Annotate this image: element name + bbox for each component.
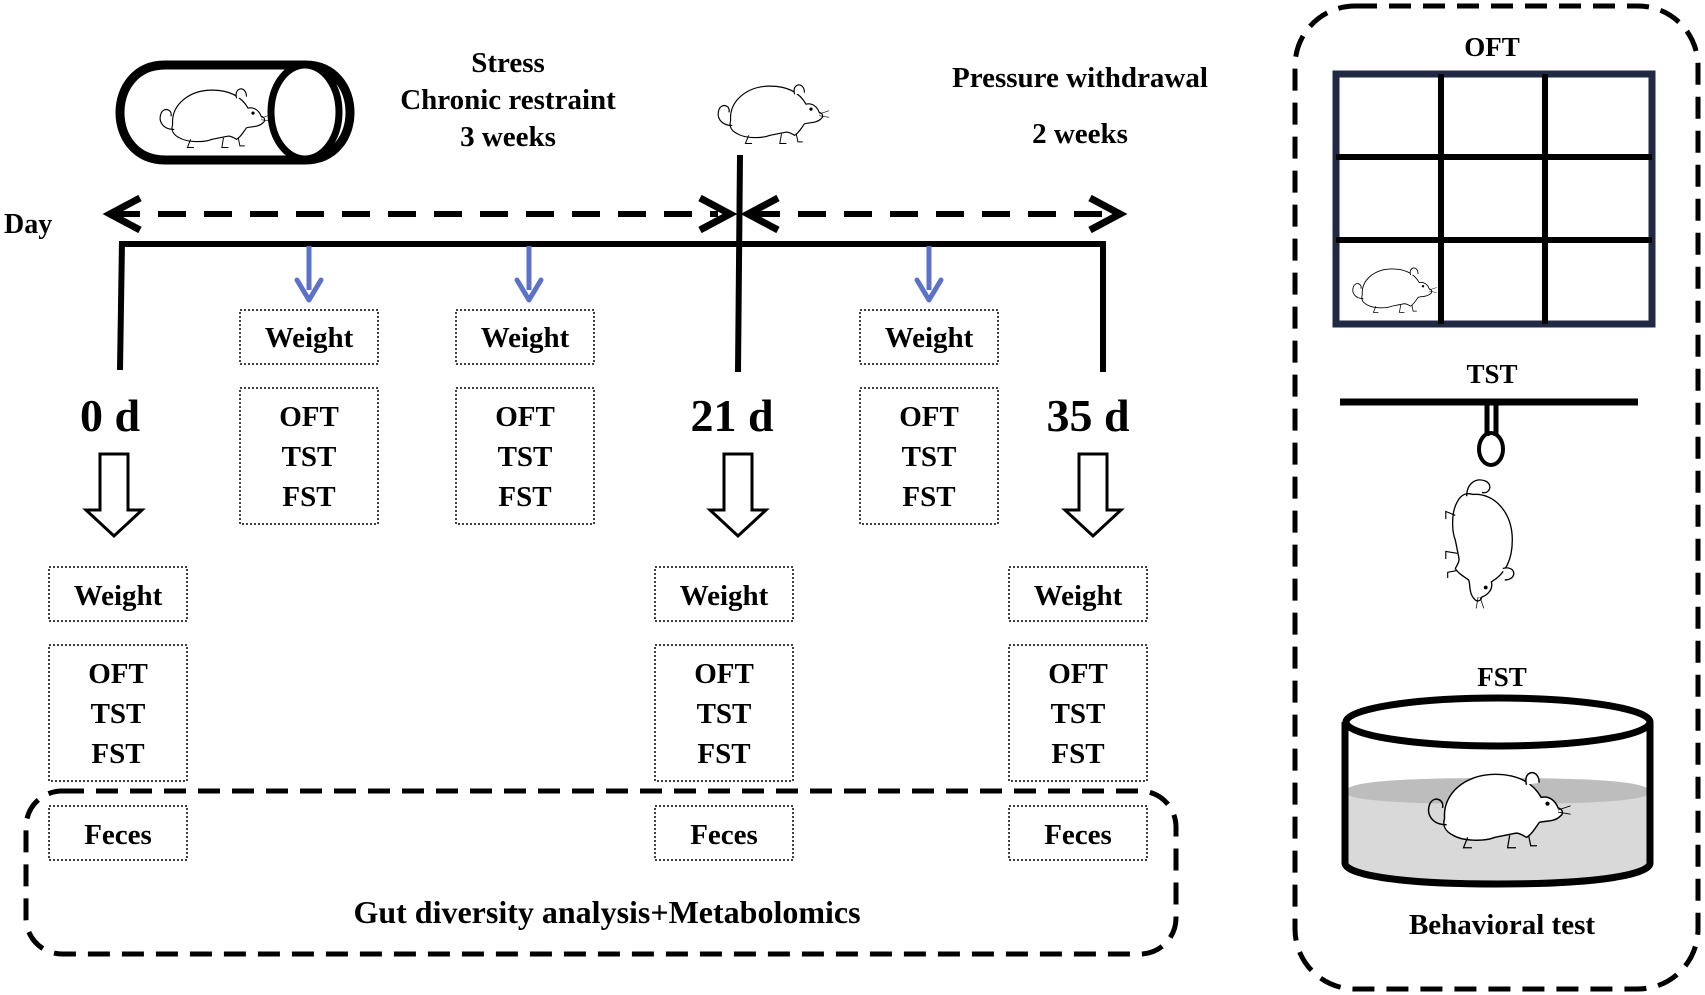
oft-title: OFT xyxy=(1464,32,1520,62)
withdrawal-label: Pressure withdrawal xyxy=(952,62,1208,94)
svg-text:FST: FST xyxy=(902,481,955,513)
tst-title: TST xyxy=(1466,359,1517,389)
svg-text:OFT: OFT xyxy=(495,401,555,433)
svg-text:OFT: OFT xyxy=(88,658,148,690)
svg-text:FST: FST xyxy=(697,738,750,770)
svg-text:Weight: Weight xyxy=(885,322,974,354)
day-axis-label: Day xyxy=(4,209,52,240)
forced-swim-illustration xyxy=(1341,694,1654,888)
svg-text:Weight: Weight xyxy=(680,580,769,612)
svg-text:TST: TST xyxy=(1051,698,1106,730)
feces-box: Feces xyxy=(654,805,794,861)
suspended-mouse-icon xyxy=(1445,479,1515,610)
day-35-label: 35 d xyxy=(1046,390,1130,441)
gut-analysis-group xyxy=(23,788,1179,957)
feces-box: Feces xyxy=(1008,805,1148,861)
blue-down-arrow-icon xyxy=(297,246,321,300)
behavioral-test-panel xyxy=(1292,3,1701,992)
behavioral-test-label: Behavioral test xyxy=(1409,909,1595,941)
day-0-label: 0 d xyxy=(80,390,141,441)
blue-down-arrow-icon xyxy=(517,246,541,300)
behavior-tests-box: OFT TST FST xyxy=(48,644,188,782)
day-21-label: 21 d xyxy=(690,390,774,441)
svg-text:OFT: OFT xyxy=(694,658,754,690)
weight-box: Weight xyxy=(48,566,188,622)
svg-text:OFT: OFT xyxy=(1048,658,1108,690)
svg-text:TST: TST xyxy=(498,441,553,473)
behavior-tests-box: OFT TST FST xyxy=(239,387,379,525)
weight-box: Weight xyxy=(239,309,379,365)
weight-box: Weight xyxy=(859,309,999,365)
behavior-tests-box: OFT TST FST xyxy=(654,644,794,782)
behavior-tests-box: OFT TST FST xyxy=(1008,644,1148,782)
svg-text:Weight: Weight xyxy=(74,580,163,612)
svg-text:Weight: Weight xyxy=(265,322,354,354)
svg-text:TST: TST xyxy=(697,698,752,730)
svg-text:Feces: Feces xyxy=(690,819,758,851)
withdrawal-period-arrow xyxy=(740,194,1128,234)
behavior-tests-box: OFT TST FST xyxy=(859,387,999,525)
free-mouse-icon xyxy=(717,84,830,145)
svg-text:TST: TST xyxy=(91,698,146,730)
behavior-tests-box: OFT TST FST xyxy=(455,387,595,525)
stress-duration-label: 3 weeks xyxy=(460,121,556,153)
svg-text:FST: FST xyxy=(498,481,551,513)
feces-box: Feces xyxy=(48,805,188,861)
blue-down-arrow-icon xyxy=(917,246,941,300)
open-field-grid-illustration xyxy=(1332,70,1656,328)
fst-title: FST xyxy=(1477,662,1527,692)
restraint-tube-illustration xyxy=(115,60,355,165)
svg-text:FST: FST xyxy=(91,738,144,770)
withdrawal-duration-label: 2 weeks xyxy=(1032,118,1128,150)
hollow-down-arrow-icon xyxy=(708,452,768,538)
svg-text:Weight: Weight xyxy=(481,322,570,354)
svg-text:Feces: Feces xyxy=(1044,819,1112,851)
weight-box: Weight xyxy=(455,309,595,365)
chronic-restraint-label: Chronic restraint xyxy=(400,84,616,116)
svg-text:FST: FST xyxy=(1051,738,1104,770)
weight-box: Weight xyxy=(1008,566,1148,622)
svg-text:OFT: OFT xyxy=(279,401,339,433)
timeline-axis xyxy=(117,154,1106,373)
svg-text:TST: TST xyxy=(282,441,337,473)
hollow-down-arrow-icon xyxy=(84,452,144,538)
svg-text:FST: FST xyxy=(282,481,335,513)
svg-text:OFT: OFT xyxy=(899,401,959,433)
stress-period-arrow xyxy=(102,194,738,234)
gut-analysis-label: Gut diversity analysis+Metabolomics xyxy=(353,894,860,930)
svg-text:Feces: Feces xyxy=(84,819,152,851)
tail-suspension-illustration xyxy=(1340,398,1638,610)
stress-label: Stress xyxy=(471,47,545,79)
hollow-down-arrow-icon xyxy=(1063,452,1123,538)
weight-box: Weight xyxy=(654,566,794,622)
svg-text:TST: TST xyxy=(902,441,957,473)
svg-text:Weight: Weight xyxy=(1034,580,1123,612)
